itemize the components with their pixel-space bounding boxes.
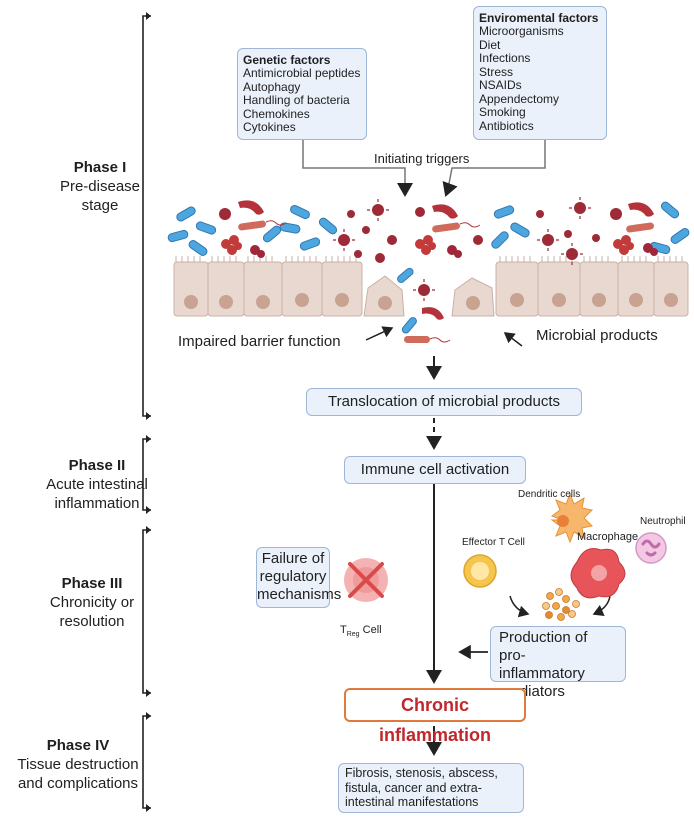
microbial-products-arrow: [503, 332, 523, 347]
phase-1-desc-line2: stage: [81, 197, 119, 214]
effector-t-cell-icon: [463, 554, 497, 588]
outcomes-box: Fibrosis, stenosis, abscess, fistula, ca…: [338, 763, 524, 813]
mediators-granules-icon: [542, 588, 580, 621]
production-mediators-box: Production of pro- inflammatory mediator…: [490, 626, 626, 700]
genetic-factors-title: Genetic factors: [243, 53, 331, 67]
genetic-factors-box: Genetic factors Antimicrobial peptides A…: [237, 48, 367, 140]
phase-3-bracket-arrows: [146, 526, 151, 697]
phase-1-title: Phase I: [73, 159, 127, 176]
microbial-products-label: Microbial products: [536, 327, 658, 344]
phase-3-label: Phase III Chronicity or resolution: [32, 574, 152, 631]
phase-2-title: Phase II: [68, 457, 126, 474]
virus-spikes: [333, 197, 591, 301]
failure-line2: regulatory: [259, 568, 327, 585]
phase-4-label: Phase IV Tissue destruction and complica…: [0, 736, 156, 793]
initiating-triggers-label: Initiating triggers: [374, 151, 470, 166]
failure-regulatory-box: Failure of regulatory mechanisms: [256, 547, 342, 608]
translocation-box: Translocation of microbial products: [306, 388, 582, 416]
production-line1: Production of pro-: [499, 629, 588, 664]
immune-activation-box: Immune cell activation: [344, 456, 526, 484]
macrophage-to-mediators-arrow: [592, 595, 611, 616]
neutrophil-label: Neutrophil: [640, 516, 686, 527]
outcomes-line2: fistula, cancer and extra-: [345, 780, 482, 795]
phase-4-title: Phase IV: [46, 737, 110, 754]
flagellated-bacteria: [238, 220, 654, 343]
phase-4-bracket: [142, 715, 151, 809]
environmental-factor-item: Diet: [479, 37, 501, 52]
environmental-factor-item: Infections: [479, 51, 531, 65]
environmental-trigger-line: [446, 140, 546, 195]
treg-t: T: [340, 624, 347, 636]
phase-1-label: Phase I Pre-disease stage: [40, 158, 160, 215]
neutrophil-icon: [635, 532, 667, 564]
environmental-factor-item: Smoking: [479, 105, 526, 119]
environmental-factor-item: Antibiotics: [479, 118, 534, 133]
genetic-trigger-line: [302, 140, 406, 194]
treg-cell-crossed-icon: [344, 558, 388, 602]
phase-2-label: Phase II Acute intestinal inflammation: [22, 456, 172, 513]
genetic-factor-item: Cytokines: [243, 120, 296, 134]
phase-2-bracket-arrows: [146, 435, 151, 514]
outcomes-line3: intestinal manifestations: [345, 795, 479, 809]
chronic-inflammation-label: Chronic inflammation: [378, 695, 491, 745]
failure-line1: Failure of: [261, 550, 325, 567]
effector-to-mediators-arrow: [509, 595, 530, 618]
treg-subscript: Reg: [346, 631, 360, 639]
epithelium-layer: [173, 256, 689, 317]
genetic-factor-item: Handling of bacteria: [243, 93, 350, 107]
phase-3-bracket: [142, 529, 151, 694]
environmental-factors-title: Enviromental factors: [479, 11, 599, 25]
environmental-factor-item: Stress: [479, 64, 514, 79]
dendritic-cell-icon: [550, 492, 594, 544]
phase-2-desc-line1: Acute intestinal: [46, 476, 148, 493]
phase-1-desc-line1: Pre-disease: [59, 178, 141, 195]
phase-4-desc-line2: and complications: [17, 775, 139, 792]
treg-cell-word: Cell: [362, 624, 382, 636]
environmental-factor-item: Appendectomy: [479, 91, 560, 106]
dendritic-cells-label: Dendritic cells: [518, 489, 581, 500]
production-line2: inflammatory: [499, 665, 585, 682]
phase-1-bracket: [142, 15, 151, 417]
impaired-barrier-arrow: [365, 326, 394, 341]
phase-4-desc-line1: Tissue destruction: [17, 756, 139, 773]
genetic-factor-item: Antimicrobial peptides: [243, 66, 361, 80]
phase-3-title: Phase III: [61, 575, 123, 592]
phase-2-desc-line2: inflammation: [54, 495, 140, 512]
environmental-factor-item: NSAIDs: [479, 78, 522, 92]
red-crescent-bacteria: [238, 200, 654, 320]
chronic-inflammation-box: Chronic inflammation: [344, 688, 526, 745]
impaired-barrier-label: Impaired barrier function: [178, 333, 341, 350]
outcomes-line1: Fibrosis, stenosis, abscess,: [345, 766, 498, 780]
effector-t-cell-label: Effector T Cell: [462, 537, 525, 548]
environmental-factor-item: Microorganisms: [479, 24, 564, 38]
genetic-factor-item: Chemokines: [243, 106, 310, 121]
phase-3-desc-line2: resolution: [59, 613, 125, 630]
macrophage-label: Macrophage: [577, 531, 639, 543]
phase-2-bracket: [142, 438, 151, 511]
environmental-trigger-arrow: [442, 180, 458, 197]
phase-1-bracket-arrows: [146, 12, 151, 420]
phase-3-desc-line1: Chronicity or: [49, 594, 135, 611]
phase-4-bracket-arrows: [146, 712, 151, 812]
genetic-factor-item: Autophagy: [243, 79, 301, 94]
macrophage-icon: [570, 548, 626, 599]
failure-line3: mechanisms: [257, 586, 342, 603]
environmental-factors-box: Enviromental factors Microorganisms Diet…: [473, 6, 607, 140]
treg-cell-label: TReg Cell: [340, 624, 382, 638]
cocci-clusters: [221, 235, 658, 258]
virus-particles: [219, 202, 622, 296]
